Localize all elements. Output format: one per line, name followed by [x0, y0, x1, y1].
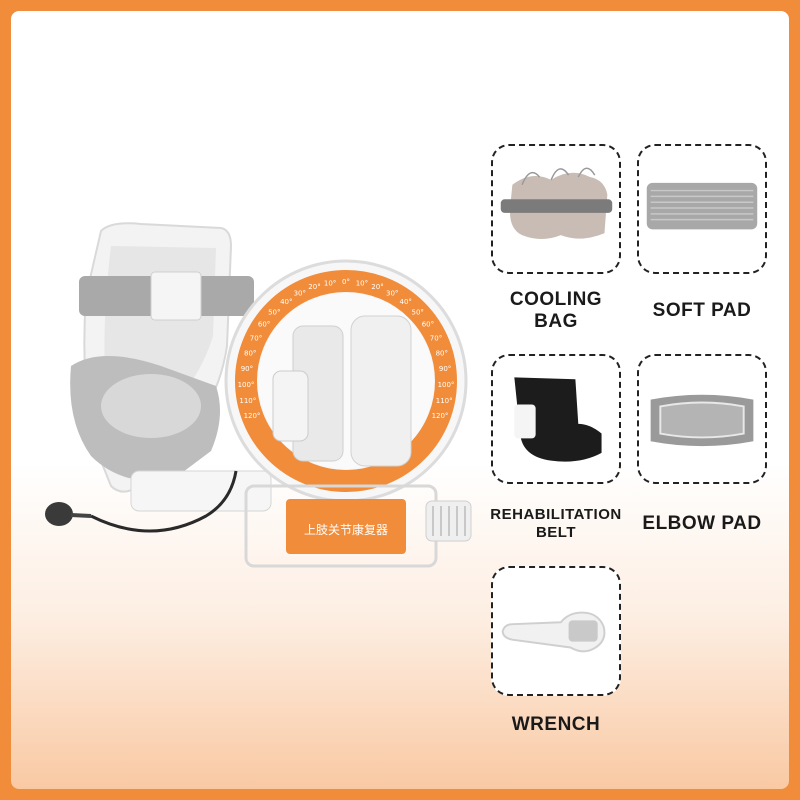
dial-tick-label: 40° — [280, 298, 292, 306]
rehabilitation-belt-label: REHABILITATION BELT — [479, 506, 633, 542]
cooling-bag-label-line1: COOLING — [509, 289, 603, 310]
rehabilitation-belt-label-line2: BELT — [535, 524, 577, 541]
cooling-bag-icon — [500, 167, 613, 240]
dial-tick-label: 110° — [239, 397, 256, 405]
device-label: 上肢关节康复器 — [304, 522, 388, 537]
dial-tick-label: 0° — [342, 278, 350, 286]
wrench-tile — [491, 566, 621, 696]
dial-tick-label: 80° — [244, 349, 256, 357]
soft-pad-icon — [646, 182, 758, 230]
dial-tick-label: 50° — [411, 308, 423, 316]
wrench-label: WRENCH — [511, 714, 601, 735]
elbow-rehabilitation-device-image: 上肢关节康复器 120°110°100°90°80°70°60°50°40°30… — [45, 222, 472, 568]
elbow-pad-icon — [650, 394, 754, 447]
dial-tick-label: 20° — [308, 283, 320, 291]
dial-tick-label: 70° — [250, 334, 262, 342]
dial-tick-label: 50° — [268, 308, 280, 316]
soft-pad-label: SOFT PAD — [652, 300, 752, 321]
soft-pad-tile — [637, 144, 767, 274]
dial-tick-label: 20° — [371, 283, 383, 291]
product-panel: 上肢关节康复器 120°110°100°90°80°70°60°50°40°30… — [11, 11, 789, 789]
dial-tick-label: 30° — [386, 289, 398, 297]
wrench-icon — [501, 611, 606, 653]
dial-tick-label: 60° — [422, 321, 434, 329]
dial-tick-label: 100° — [438, 381, 455, 389]
elbow-pad-label: ELBOW PAD — [642, 513, 762, 534]
dial-tick-label: 30° — [294, 289, 306, 297]
dial-tick-label: 80° — [436, 349, 448, 357]
cooling-bag-label-line2: BAG — [534, 311, 578, 332]
dial-tick-label: 120° — [432, 412, 449, 420]
dial-tick-label: 120° — [244, 412, 261, 420]
cooling-bag-label: COOLING BAG — [491, 289, 621, 333]
dial-tick-label: 70° — [430, 334, 442, 342]
dial-tick-label: 60° — [258, 321, 270, 329]
rehabilitation-belt-tile — [491, 354, 621, 484]
rehabilitation-belt-icon — [514, 377, 602, 462]
dial-tick-label: 90° — [439, 365, 451, 373]
rehabilitation-belt-label-line1: REHABILITATION — [490, 506, 622, 523]
dial-tick-label: 100° — [238, 381, 255, 389]
elbow-pad-tile — [637, 354, 767, 484]
dial-tick-label: 110° — [436, 397, 453, 405]
dial-tick-label: 10° — [356, 279, 368, 287]
dial-tick-label: 90° — [241, 365, 253, 373]
cooling-bag-tile — [491, 144, 621, 274]
dial-tick-label: 40° — [399, 298, 411, 306]
dial-tick-label: 10° — [324, 279, 336, 287]
